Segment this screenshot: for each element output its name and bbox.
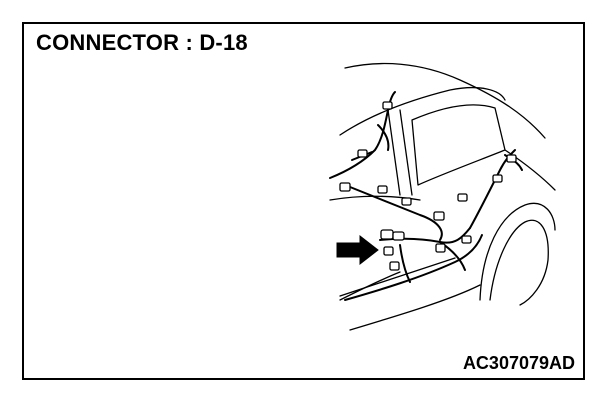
connector-pillar — [357, 149, 368, 158]
connectors — [339, 101, 517, 271]
diagram-frame: CONNECTOR : D-18 AC307079AD — [22, 22, 585, 380]
connector-body-right — [401, 197, 412, 206]
connector-quarter — [457, 193, 468, 202]
connector-d18-pair — [392, 231, 405, 241]
connector-d18 — [380, 229, 394, 240]
connector-wheel — [461, 235, 472, 244]
connector-lower — [389, 261, 400, 271]
diagram-title: CONNECTOR : D-18 — [36, 30, 248, 55]
connector-body-left — [339, 182, 351, 192]
connector-body-mid — [377, 185, 388, 194]
car-body-outline — [329, 62, 556, 331]
connector-roof — [382, 101, 393, 110]
connector-trunk — [492, 174, 503, 183]
figure-code: AC307079AD — [462, 353, 575, 373]
connector-lower-right — [435, 243, 446, 253]
connector-upper-right — [433, 211, 445, 221]
pointer-arrow-icon — [336, 234, 379, 266]
connector-rear — [506, 154, 517, 163]
connector-lower-left — [383, 246, 394, 256]
